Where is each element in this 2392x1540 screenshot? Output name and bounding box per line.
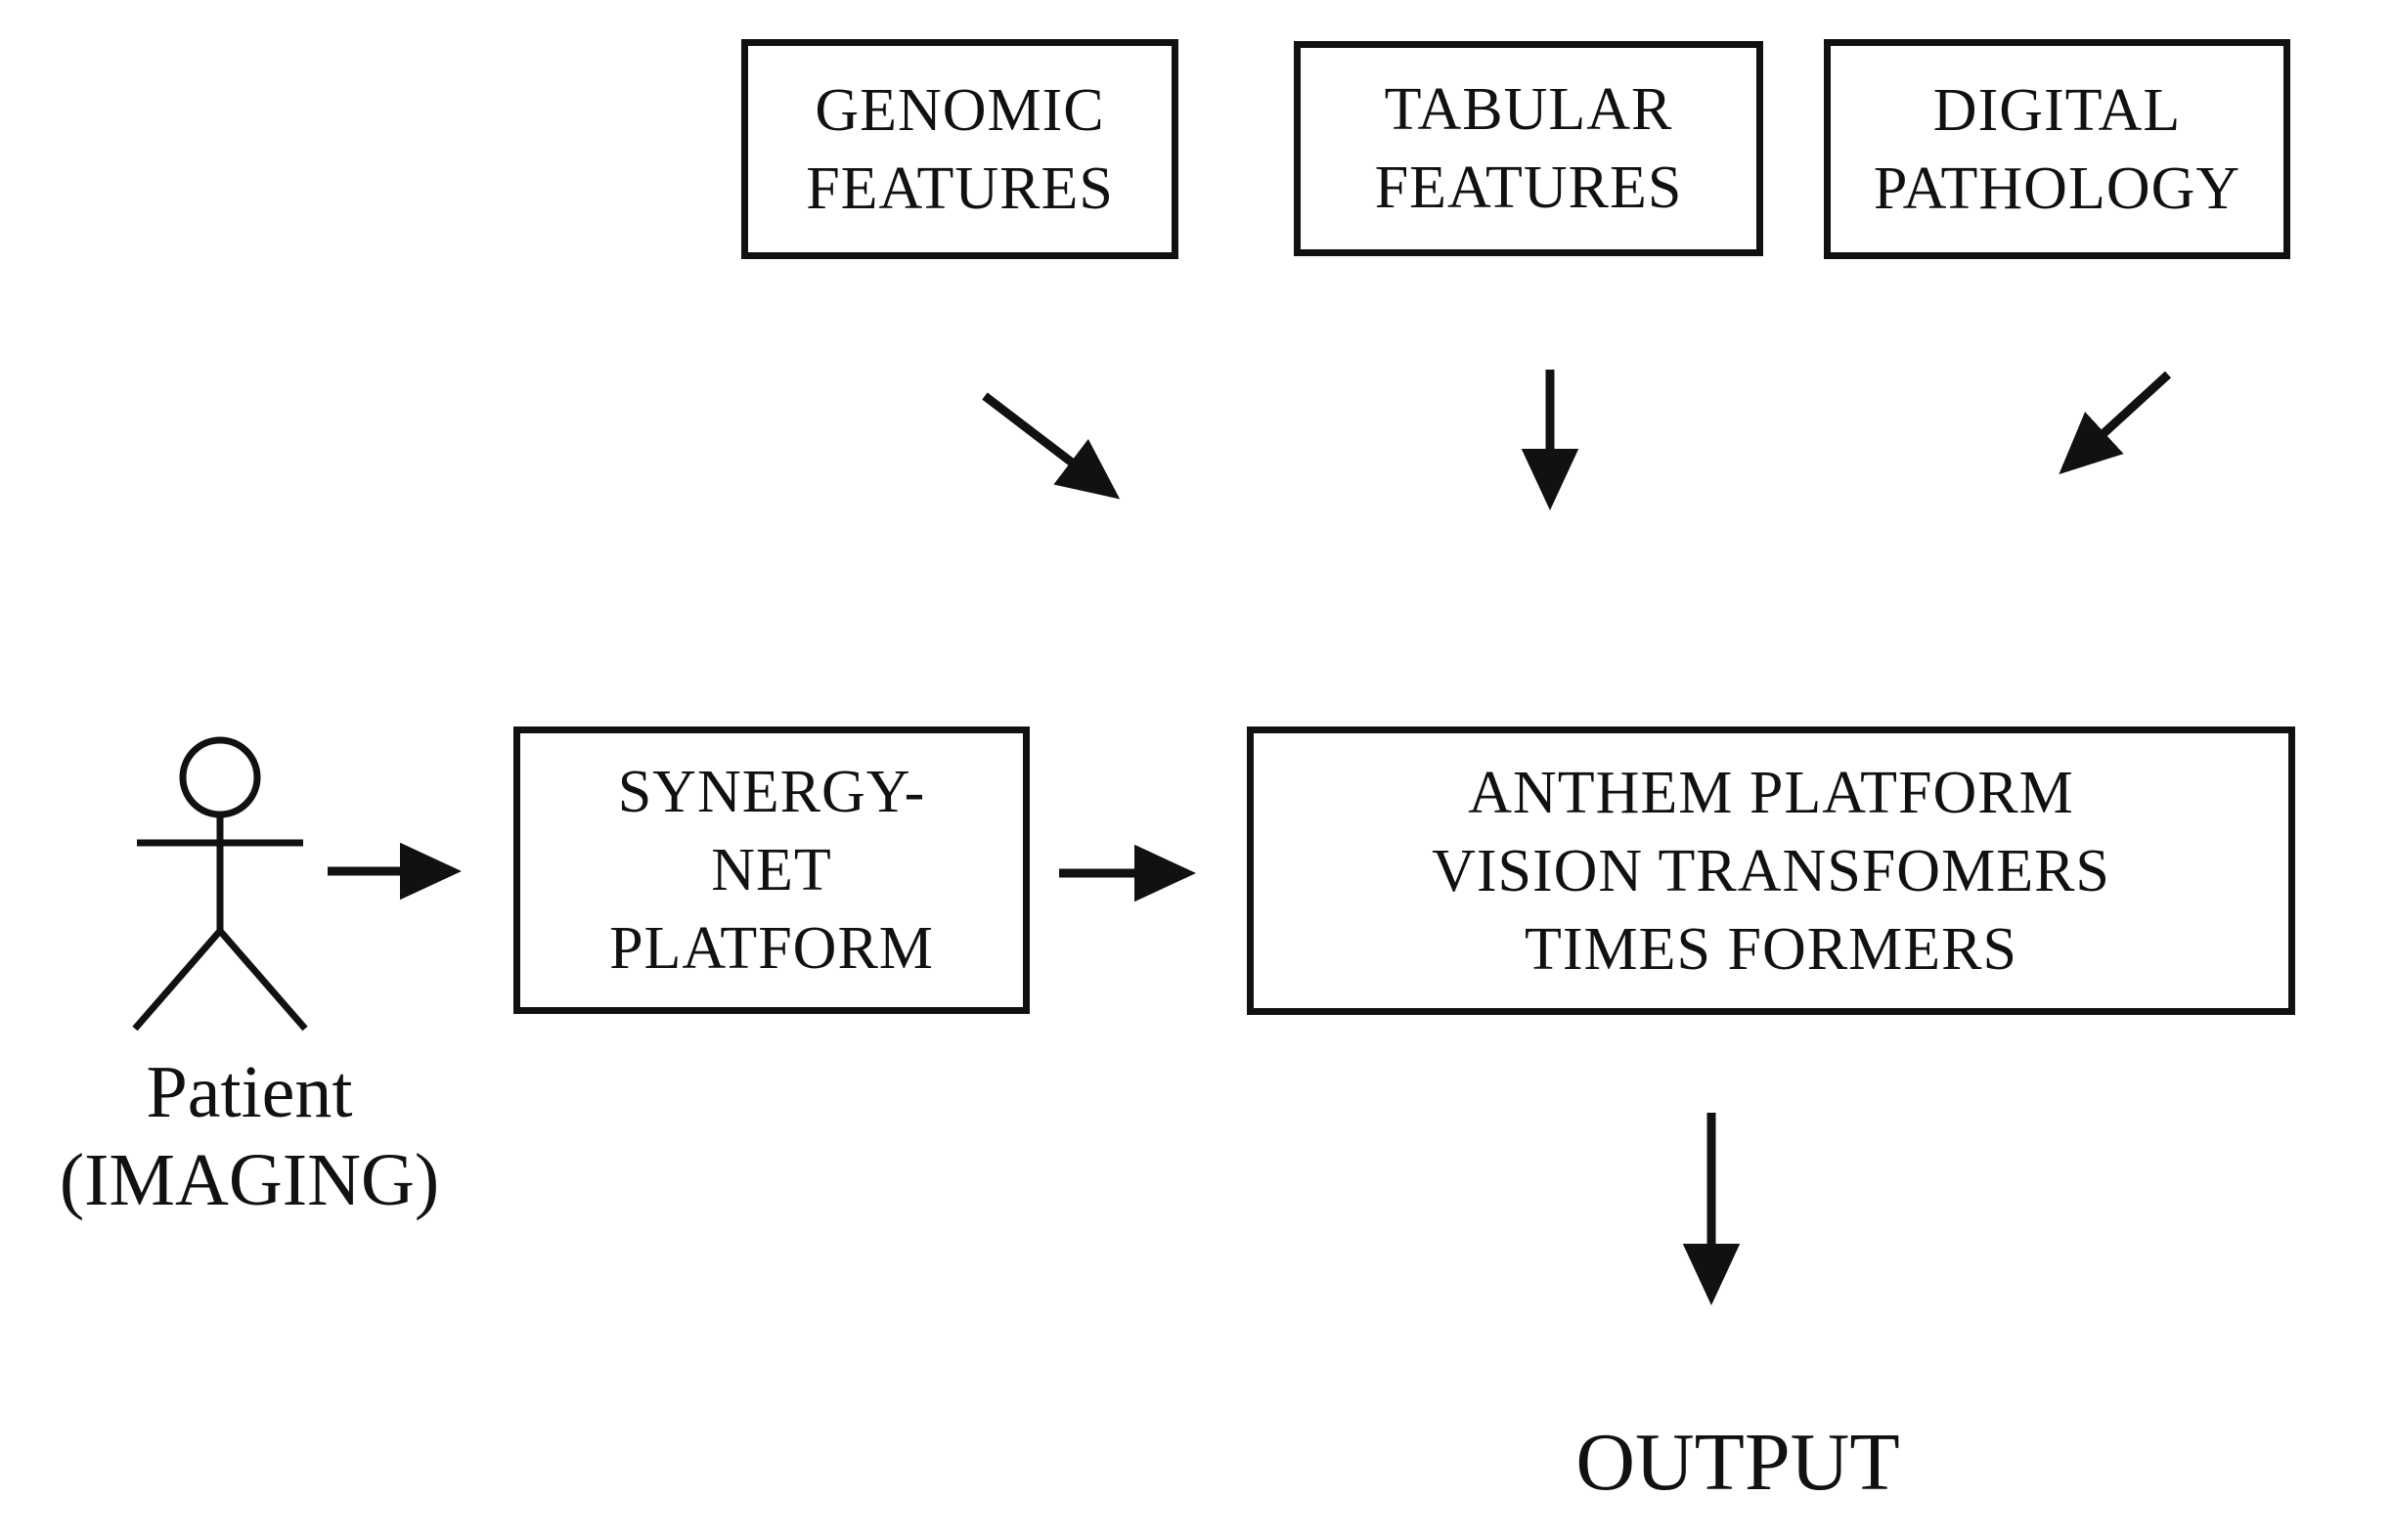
node-label-line: VISION TRANSFOMERS	[1432, 837, 2110, 904]
node-digital-pathology: DIGITAL PATHOLOGY	[1824, 39, 2290, 259]
output-label: OUTPUT	[1575, 1417, 1900, 1508]
node-label-line: GENOMIC	[815, 76, 1105, 144]
node-label-line: NET	[711, 837, 832, 903]
patient-imaging-label: Patient (IMAGING)	[0, 1048, 499, 1224]
node-synergy-net-platform: SYNERGY- NET PLATFORM	[513, 726, 1030, 1014]
patient-stick-figure-icon	[132, 736, 308, 1032]
arrow-digital-to-anthem	[2059, 371, 2172, 475]
node-tabular-features: TABULAR FEATURES	[1294, 41, 1763, 256]
node-label-line: FEATURES	[1374, 154, 1683, 221]
node-label-line: DIGITAL	[1932, 76, 2182, 144]
patient-label-line: Patient	[146, 1051, 353, 1133]
node-label-line: FEATURES	[806, 154, 1114, 222]
node-genomic-features: GENOMIC FEATURES	[741, 39, 1178, 259]
node-label-line: PATHOLOGY	[1873, 154, 2241, 222]
patient-label-line: (IMAGING)	[59, 1139, 440, 1221]
node-label-line: TIMES FORMERS	[1525, 915, 2017, 983]
node-label-line: ANTHEM PLATFORM	[1468, 759, 2074, 826]
node-anthem-platform: ANTHEM PLATFORM VISION TRANSFOMERS TIMES…	[1247, 726, 2295, 1015]
arrow-genomic-to-anthem	[982, 392, 1121, 500]
node-label-line: PLATFORM	[609, 915, 934, 982]
node-label-line: SYNERGY-	[617, 759, 926, 825]
node-label-line: TABULAR	[1384, 76, 1673, 143]
